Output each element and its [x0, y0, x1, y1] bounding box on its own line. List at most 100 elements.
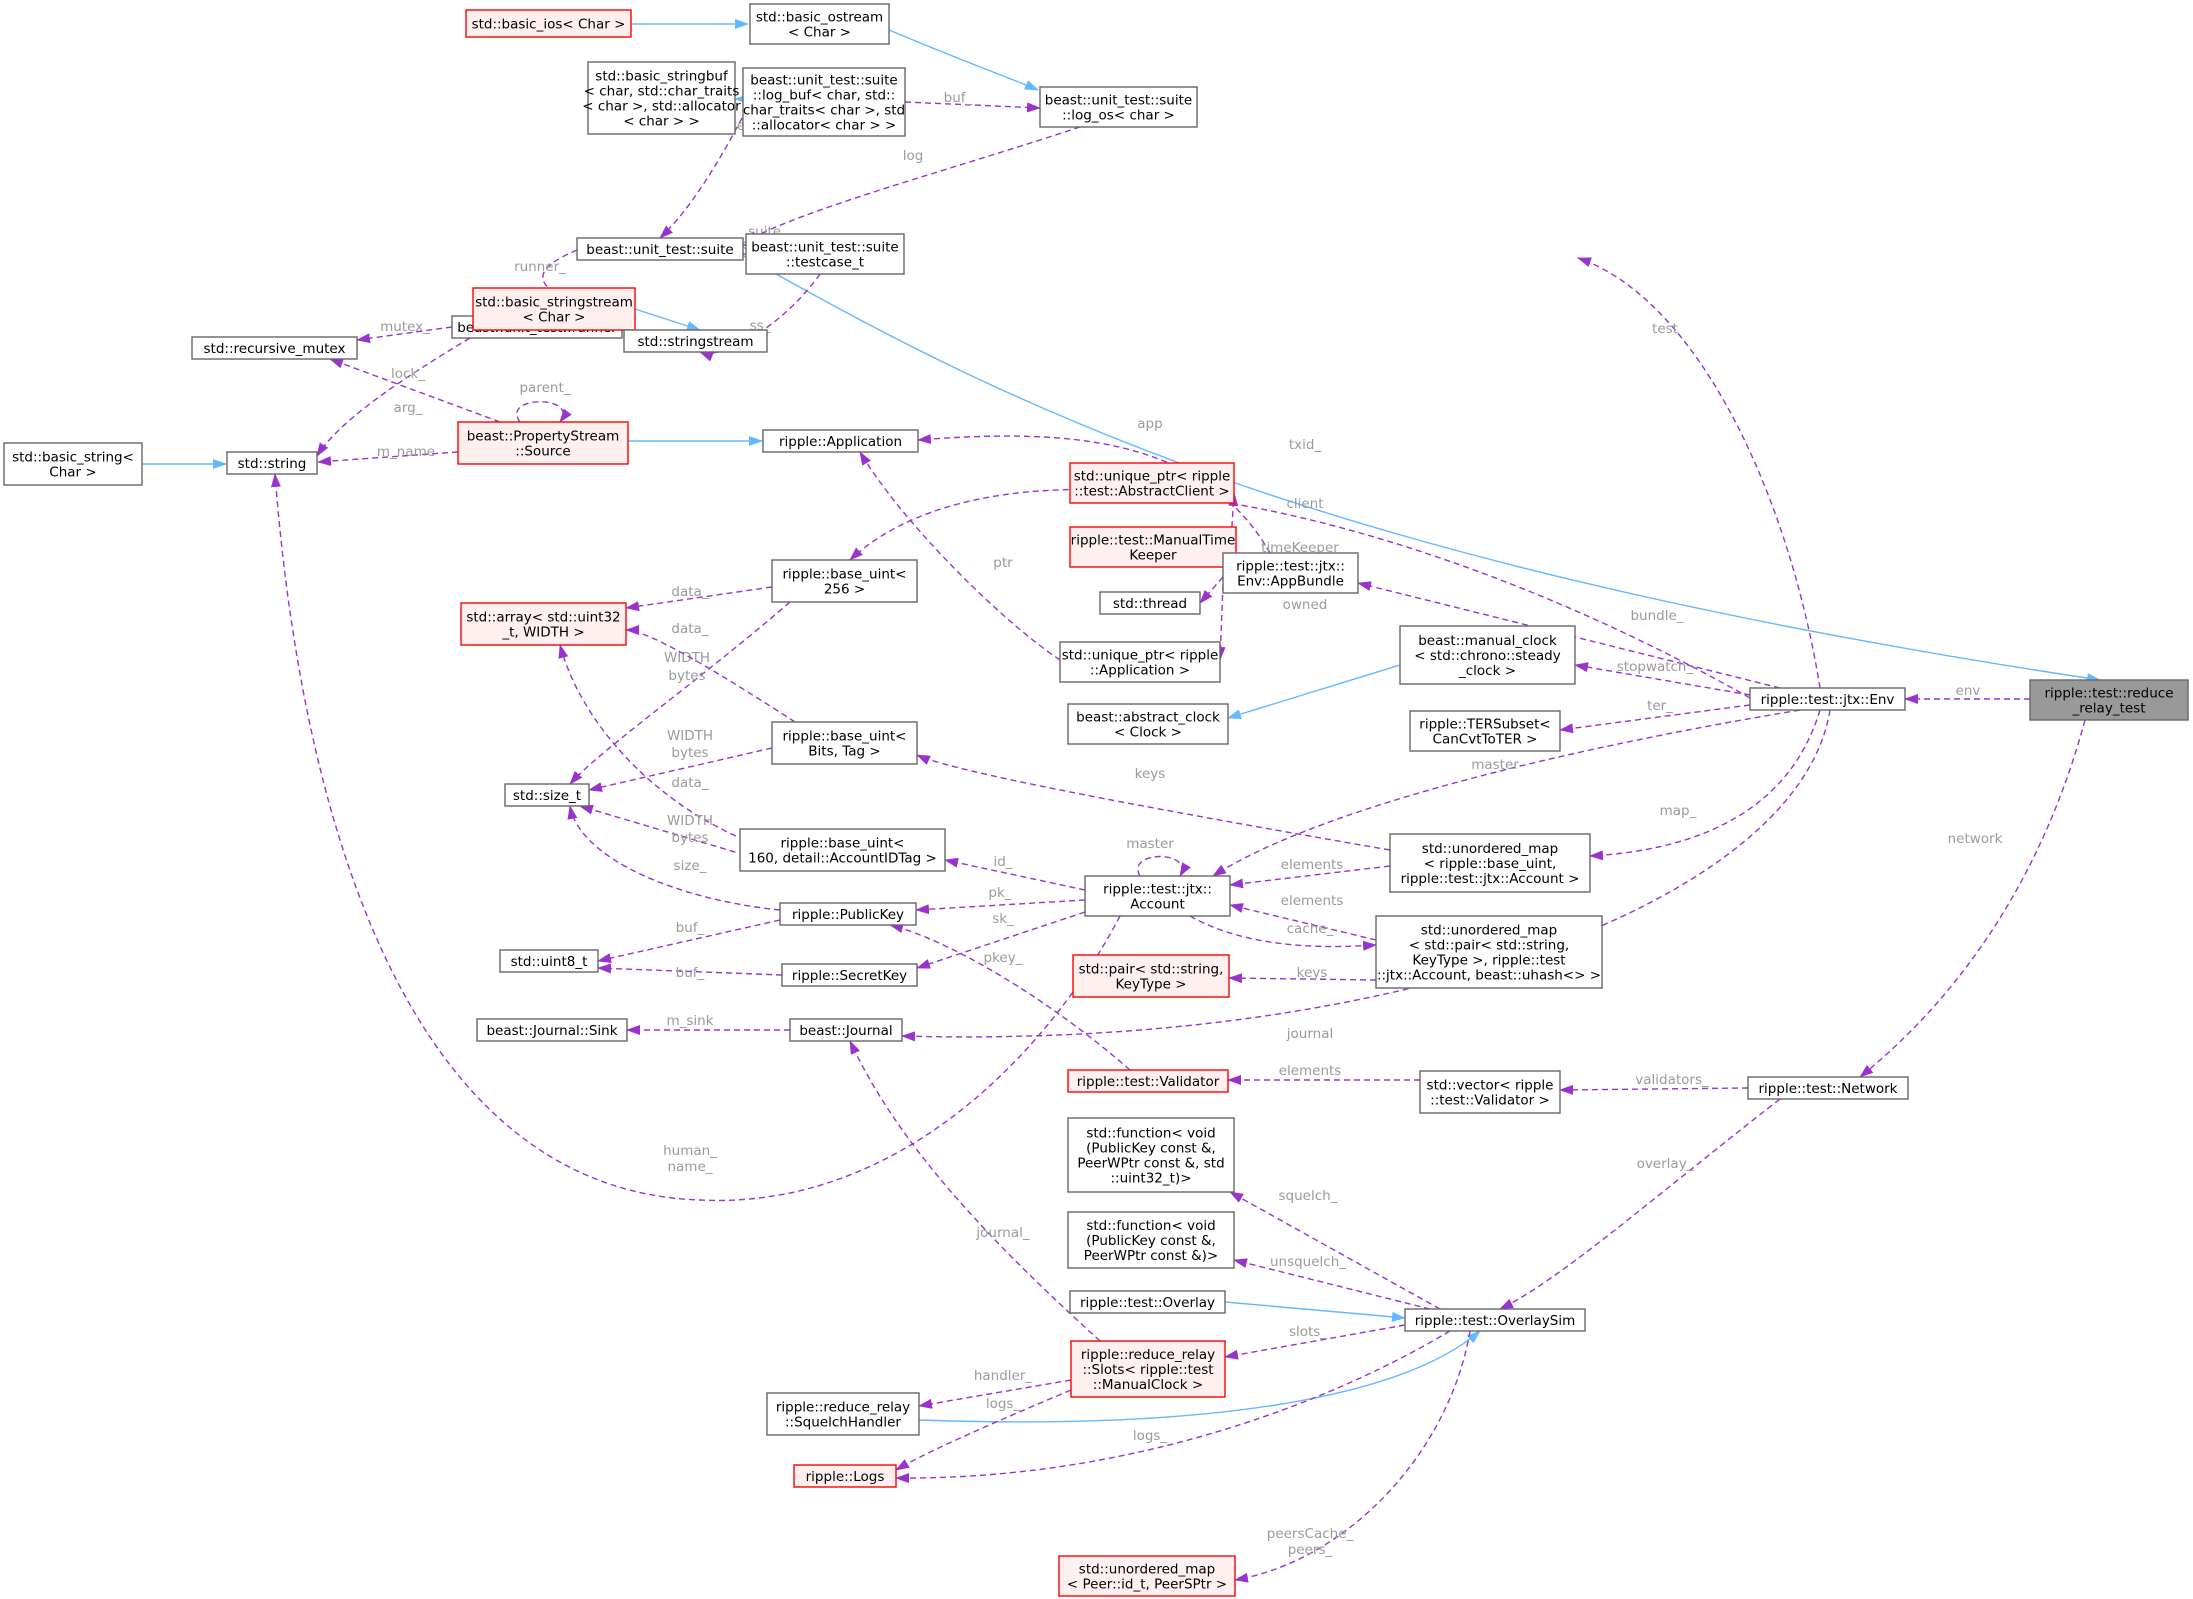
- node-box: [476, 1018, 628, 1042]
- class-node-umap-account[interactable]: std::unordered_map< ripple::base_uint,ri…: [1389, 833, 1591, 893]
- class-node-validator[interactable]: ripple::test::Validator: [1067, 1069, 1229, 1093]
- edge-label: validators_: [1635, 1072, 1709, 1088]
- usage-edge: [895, 1330, 1451, 1484]
- class-node-network[interactable]: ripple::test::Network: [1747, 1076, 1909, 1100]
- edge-label: buf_: [944, 90, 973, 106]
- usage-edge: [1199, 576, 1224, 604]
- edge-umapacc-bits: keys: [916, 754, 1391, 851]
- class-node-journal-sink[interactable]: beast::Journal::Sink: [476, 1018, 628, 1042]
- class-node-ps-source[interactable]: beast::PropertyStream::Source: [457, 421, 629, 465]
- class-node-string[interactable]: std::string: [226, 451, 318, 475]
- class-node-public-key[interactable]: ripple::PublicKey: [779, 902, 917, 926]
- node-label-line: ::Slots< ripple::test: [1082, 1362, 1213, 1378]
- inheritance-edge: [1227, 664, 1401, 719]
- inheritance-edge: [741, 254, 2101, 684]
- usage-edge: [859, 451, 1061, 661]
- node-label-line: (PublicKey const &,: [1086, 1233, 1216, 1249]
- node-label-line: KeyType >, ripple::test: [1412, 953, 1565, 969]
- node-label-line: ripple::base_uint<: [781, 836, 905, 852]
- class-node-uptr-client[interactable]: std::unique_ptr< ripple::test::AbstractC…: [1069, 462, 1235, 504]
- usage-edge: [1229, 1191, 1441, 1310]
- usage-edge: [901, 709, 1831, 1042]
- node-label-line: ripple::test::OverlaySim: [1415, 1313, 1576, 1329]
- node-label-line: char_traits< char >, std: [743, 103, 905, 119]
- class-node-abstract-clock[interactable]: beast::abstract_clock< Clock >: [1067, 703, 1229, 745]
- edge-handler-sim: [918, 1330, 1481, 1423]
- class-node-log-buf[interactable]: beast::unit_test::suite::log_buf< char, …: [742, 67, 906, 137]
- usage-edge: [1212, 709, 1801, 877]
- class-node-uint8[interactable]: std::uint8_t: [499, 949, 599, 973]
- class-node-recursive-mutex[interactable]: std::recursive_mutex: [191, 336, 358, 360]
- usage-edge: [1559, 1084, 1749, 1095]
- edge-label: stopwatch_: [1617, 659, 1694, 675]
- edge-label: WIDTH: [664, 650, 710, 666]
- class-node-basic-ostream[interactable]: std::basic_ostream< Char >: [749, 3, 890, 45]
- class-node-manual-clock[interactable]: beast::manual_clock< std::chrono::steady…: [1399, 625, 1576, 685]
- edge-validator-pk: pkey_: [889, 923, 1131, 1071]
- class-node-journal[interactable]: beast::Journal: [789, 1018, 903, 1042]
- class-node-umap-peers[interactable]: std::unordered_map< Peer::id_t, PeerSPtr…: [1058, 1555, 1236, 1597]
- usage-edge: [917, 434, 1271, 554]
- node-box: [3, 442, 143, 486]
- node-box: [1099, 591, 1201, 615]
- class-node-tersubset[interactable]: ripple::TERSubset<CanCvtToTER >: [1409, 710, 1561, 752]
- usage-edge: [1499, 1098, 1781, 1310]
- usage-edge: [597, 963, 783, 976]
- class-node-reduce-relay-test[interactable]: ripple::test::reduce_relay_test: [2029, 679, 2189, 721]
- class-node-overlay-sim[interactable]: ripple::test::OverlaySim: [1404, 1308, 1586, 1332]
- edge-account-pk: pk_: [915, 885, 1086, 915]
- class-node-basic-ios[interactable]: std::basic_ios< Char >: [465, 9, 632, 38]
- class-node-slots[interactable]: ripple::reduce_relay::Slots< ripple::tes…: [1070, 1340, 1226, 1398]
- node-box: [793, 1464, 897, 1488]
- class-node-fn-squelch[interactable]: std::function< void(PublicKey const &,Pe…: [1067, 1117, 1235, 1193]
- class-node-base-uint256[interactable]: ripple::base_uint<256 >: [771, 559, 918, 603]
- class-node-size-t[interactable]: std::size_t: [504, 783, 590, 807]
- node-label-line: ::test::Validator >: [1430, 1093, 1550, 1109]
- class-node-log-os[interactable]: beast::unit_test::suite::log_os< char >: [1039, 86, 1198, 128]
- class-node-application[interactable]: ripple::Application: [762, 429, 919, 453]
- class-node-secret-key[interactable]: ripple::SecretKey: [781, 963, 918, 987]
- class-node-overlay[interactable]: ripple::test::Overlay: [1069, 1290, 1226, 1314]
- class-node-squelch-handler[interactable]: ripple::reduce_relay::SquelchHandler: [766, 1392, 920, 1436]
- edge-label: bytes: [668, 668, 705, 684]
- class-node-thread[interactable]: std::thread: [1099, 591, 1201, 615]
- edge-label: elements: [1281, 857, 1344, 873]
- usage-edge: [849, 488, 1751, 699]
- edge-label: pkey_: [984, 950, 1023, 966]
- class-node-suite[interactable]: beast::unit_test::suite: [576, 237, 744, 261]
- node-label-line: Char >: [49, 465, 96, 481]
- node-box: [1389, 833, 1591, 893]
- class-node-basic-string[interactable]: std::basic_string<Char >: [3, 442, 143, 486]
- class-node-logs[interactable]: ripple::Logs: [793, 1464, 897, 1488]
- class-node-array[interactable]: std::array< std::uint32_t, WIDTH >: [460, 602, 627, 646]
- edge-sim-unsquelch: unsquelch_: [1233, 1254, 1431, 1310]
- class-node-base-uint160[interactable]: ripple::base_uint<160, detail::AccountID…: [739, 828, 946, 872]
- node-label-line: std::thread: [1113, 596, 1187, 612]
- class-node-fn-unsquelch[interactable]: std::function< void(PublicKey const &,Pe…: [1067, 1211, 1235, 1269]
- class-node-app-bundle[interactable]: ripple::test::jtx::Env::AppBundle: [1222, 552, 1359, 594]
- class-node-stringstream[interactable]: std::stringstream: [623, 329, 768, 353]
- edge-label: m_sink: [666, 1013, 713, 1029]
- edge-account-b160: id_: [944, 854, 1086, 891]
- node-label-line: std::string: [238, 456, 307, 472]
- usage-edge: [659, 117, 743, 239]
- class-node-env[interactable]: ripple::test::jtx::Env: [1749, 687, 1906, 711]
- class-node-umap-pair[interactable]: std::unordered_map< std::pair< std::stri…: [1375, 915, 1603, 989]
- class-node-pair-keytype[interactable]: std::pair< std::string,KeyType >: [1072, 954, 1230, 998]
- usage-edge: [356, 326, 453, 344]
- edge-label: journal: [1286, 1026, 1333, 1042]
- node-label-line: ::SquelchHandler: [785, 1415, 901, 1431]
- class-node-vec-validator[interactable]: std::vector< ripple::test::Validator >: [1419, 1070, 1561, 1114]
- usage-edge: [1559, 704, 1751, 734]
- class-node-basic-stringstream[interactable]: std::basic_stringstream< Char >: [472, 287, 636, 331]
- class-node-testcase-t[interactable]: beast::unit_test::suite::testcase_t: [745, 233, 905, 275]
- class-node-account[interactable]: ripple::test::jtx::Account: [1084, 875, 1231, 917]
- edge-label: peers_: [1288, 1542, 1333, 1558]
- class-node-basic-stringbuf[interactable]: std::basic_stringbuf< char, std::char_tr…: [582, 61, 741, 135]
- class-node-uptr-app[interactable]: std::unique_ptr< ripple::Application >: [1059, 641, 1221, 683]
- node-label-line: ::Application >: [1090, 663, 1190, 679]
- class-node-base-uint-bits[interactable]: ripple::base_uint<Bits, Tag >: [771, 721, 918, 765]
